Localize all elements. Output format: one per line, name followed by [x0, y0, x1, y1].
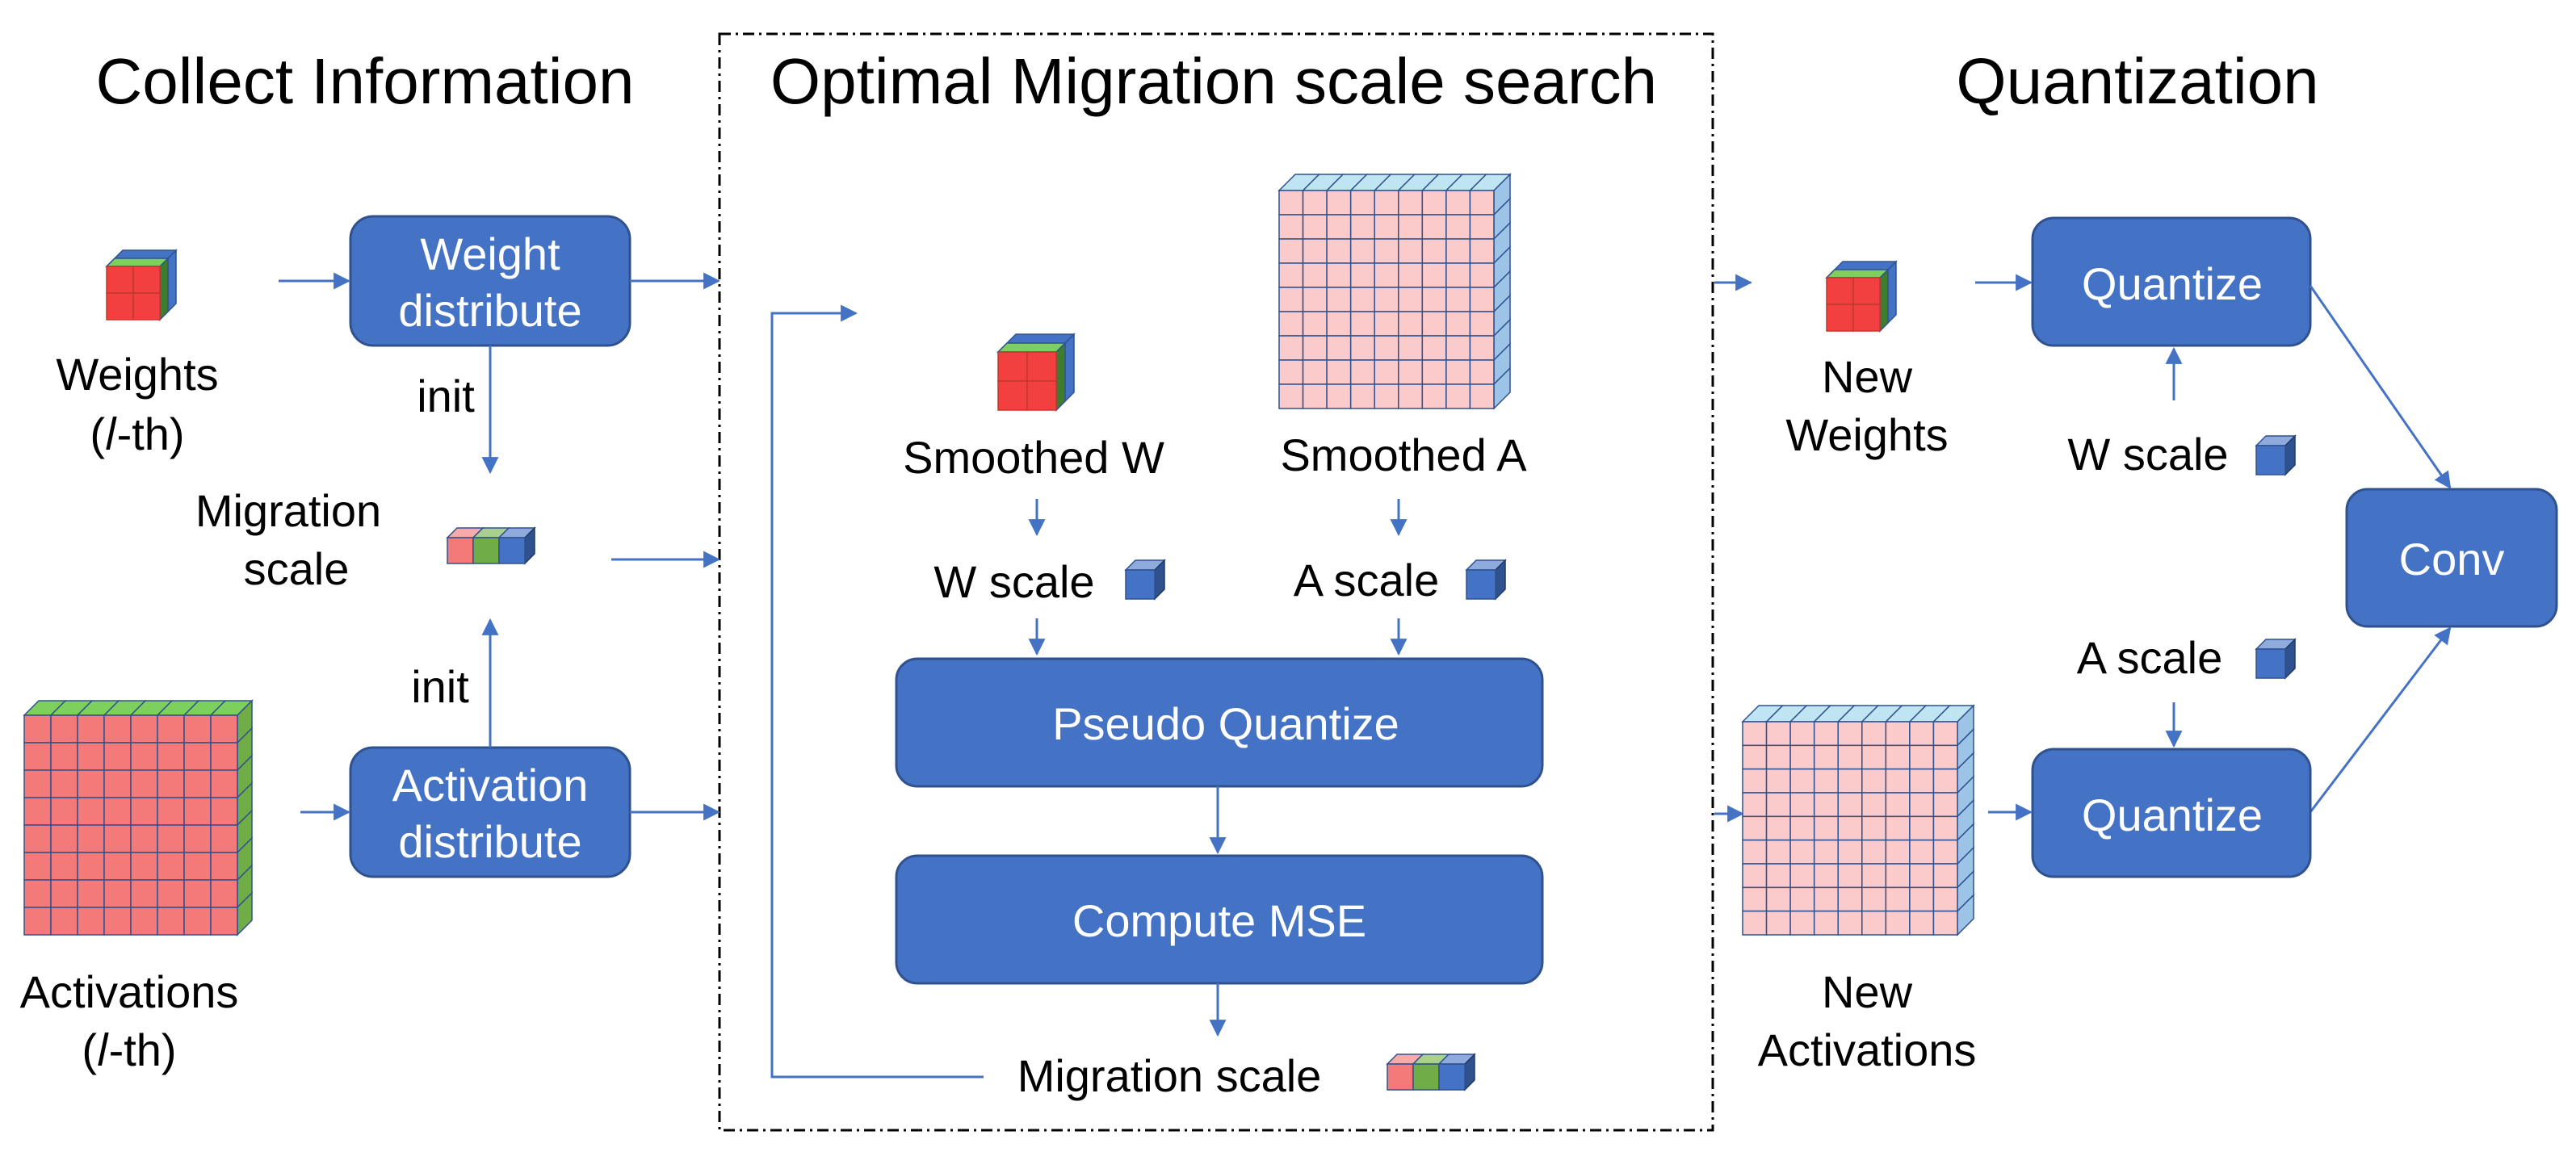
quantize-weights-label: Quantize [2082, 258, 2263, 309]
activations-label: Activations [20, 966, 239, 1017]
arrow-feedback-loop [770, 304, 984, 1079]
search-frame [718, 32, 1714, 1132]
quant-a-scale-label: A scale [2077, 632, 2223, 683]
collect-information-title: Collect Information [96, 45, 635, 117]
pseudo-quantize-box [895, 657, 1544, 788]
arrow-quantize-bottom-to-conv [2309, 626, 2452, 813]
weight-distribute-label-2: distribute [398, 285, 581, 336]
weights-index-label: (𝑙-th) [90, 408, 184, 459]
new-activations-label-1: New [1822, 966, 1913, 1017]
migration-scale-label-1: Migration [195, 485, 381, 536]
a-scale-cube-icon [1465, 559, 1507, 601]
smoothed-weights-tensor-icon [996, 333, 1076, 412]
smoothed-activations-tensor-icon [1278, 173, 1512, 410]
migration-scale-result-vector-icon [1386, 1053, 1476, 1091]
weights-label: Weights [56, 349, 218, 400]
smoothed-a-label: Smoothed A [1280, 429, 1527, 480]
new-activations-tensor-icon [1741, 704, 1975, 936]
new-weights-label-1: New [1822, 351, 1913, 402]
w-scale-label: W scale [933, 556, 1094, 607]
activations-index-label: (𝑙-th) [82, 1024, 176, 1075]
quant-w-scale-label: W scale [2067, 429, 2228, 480]
compute-mse-label: Compute MSE [1072, 895, 1366, 946]
init-top-label: init [417, 371, 475, 421]
migration-scale-label-2: scale [244, 543, 350, 594]
weight-distribute-label-1: Weight [420, 228, 560, 279]
init-bottom-label: init [411, 661, 469, 712]
a-scale-label: A scale [1294, 555, 1440, 605]
new-weights-label-2: Weights [1785, 409, 1948, 460]
w-scale-cube-icon [1124, 559, 1166, 601]
search-title: Optimal Migration scale search [770, 45, 1657, 117]
new-weights-tensor-icon [1825, 260, 1898, 333]
smoothed-w-label: Smoothed W [903, 432, 1164, 483]
conv-label: Conv [2399, 534, 2505, 584]
quantize-activations-label: Quantize [2082, 790, 2263, 840]
migration-scale-result-label: Migration scale [1017, 1050, 1322, 1101]
quant-a-scale-cube-icon [2255, 638, 2297, 680]
quantization-title: Quantization [1956, 45, 2318, 117]
pseudo-quantize-label: Pseudo Quantize [1052, 698, 1399, 749]
activation-distribute-label-2: distribute [398, 816, 581, 867]
activations-tensor-icon [23, 699, 254, 936]
new-activations-label-2: Activations [1758, 1024, 1977, 1075]
activation-distribute-label-1: Activation [392, 760, 589, 811]
compute-mse-box [895, 854, 1544, 985]
conv-box [2345, 488, 2558, 628]
migration-scale-vector-icon [446, 526, 536, 565]
weights-tensor-icon [105, 249, 178, 321]
arrow-quantize-top-to-conv [2309, 285, 2452, 489]
quantize-weights-box [2031, 216, 2312, 347]
quant-w-scale-cube-icon [2255, 434, 2297, 476]
